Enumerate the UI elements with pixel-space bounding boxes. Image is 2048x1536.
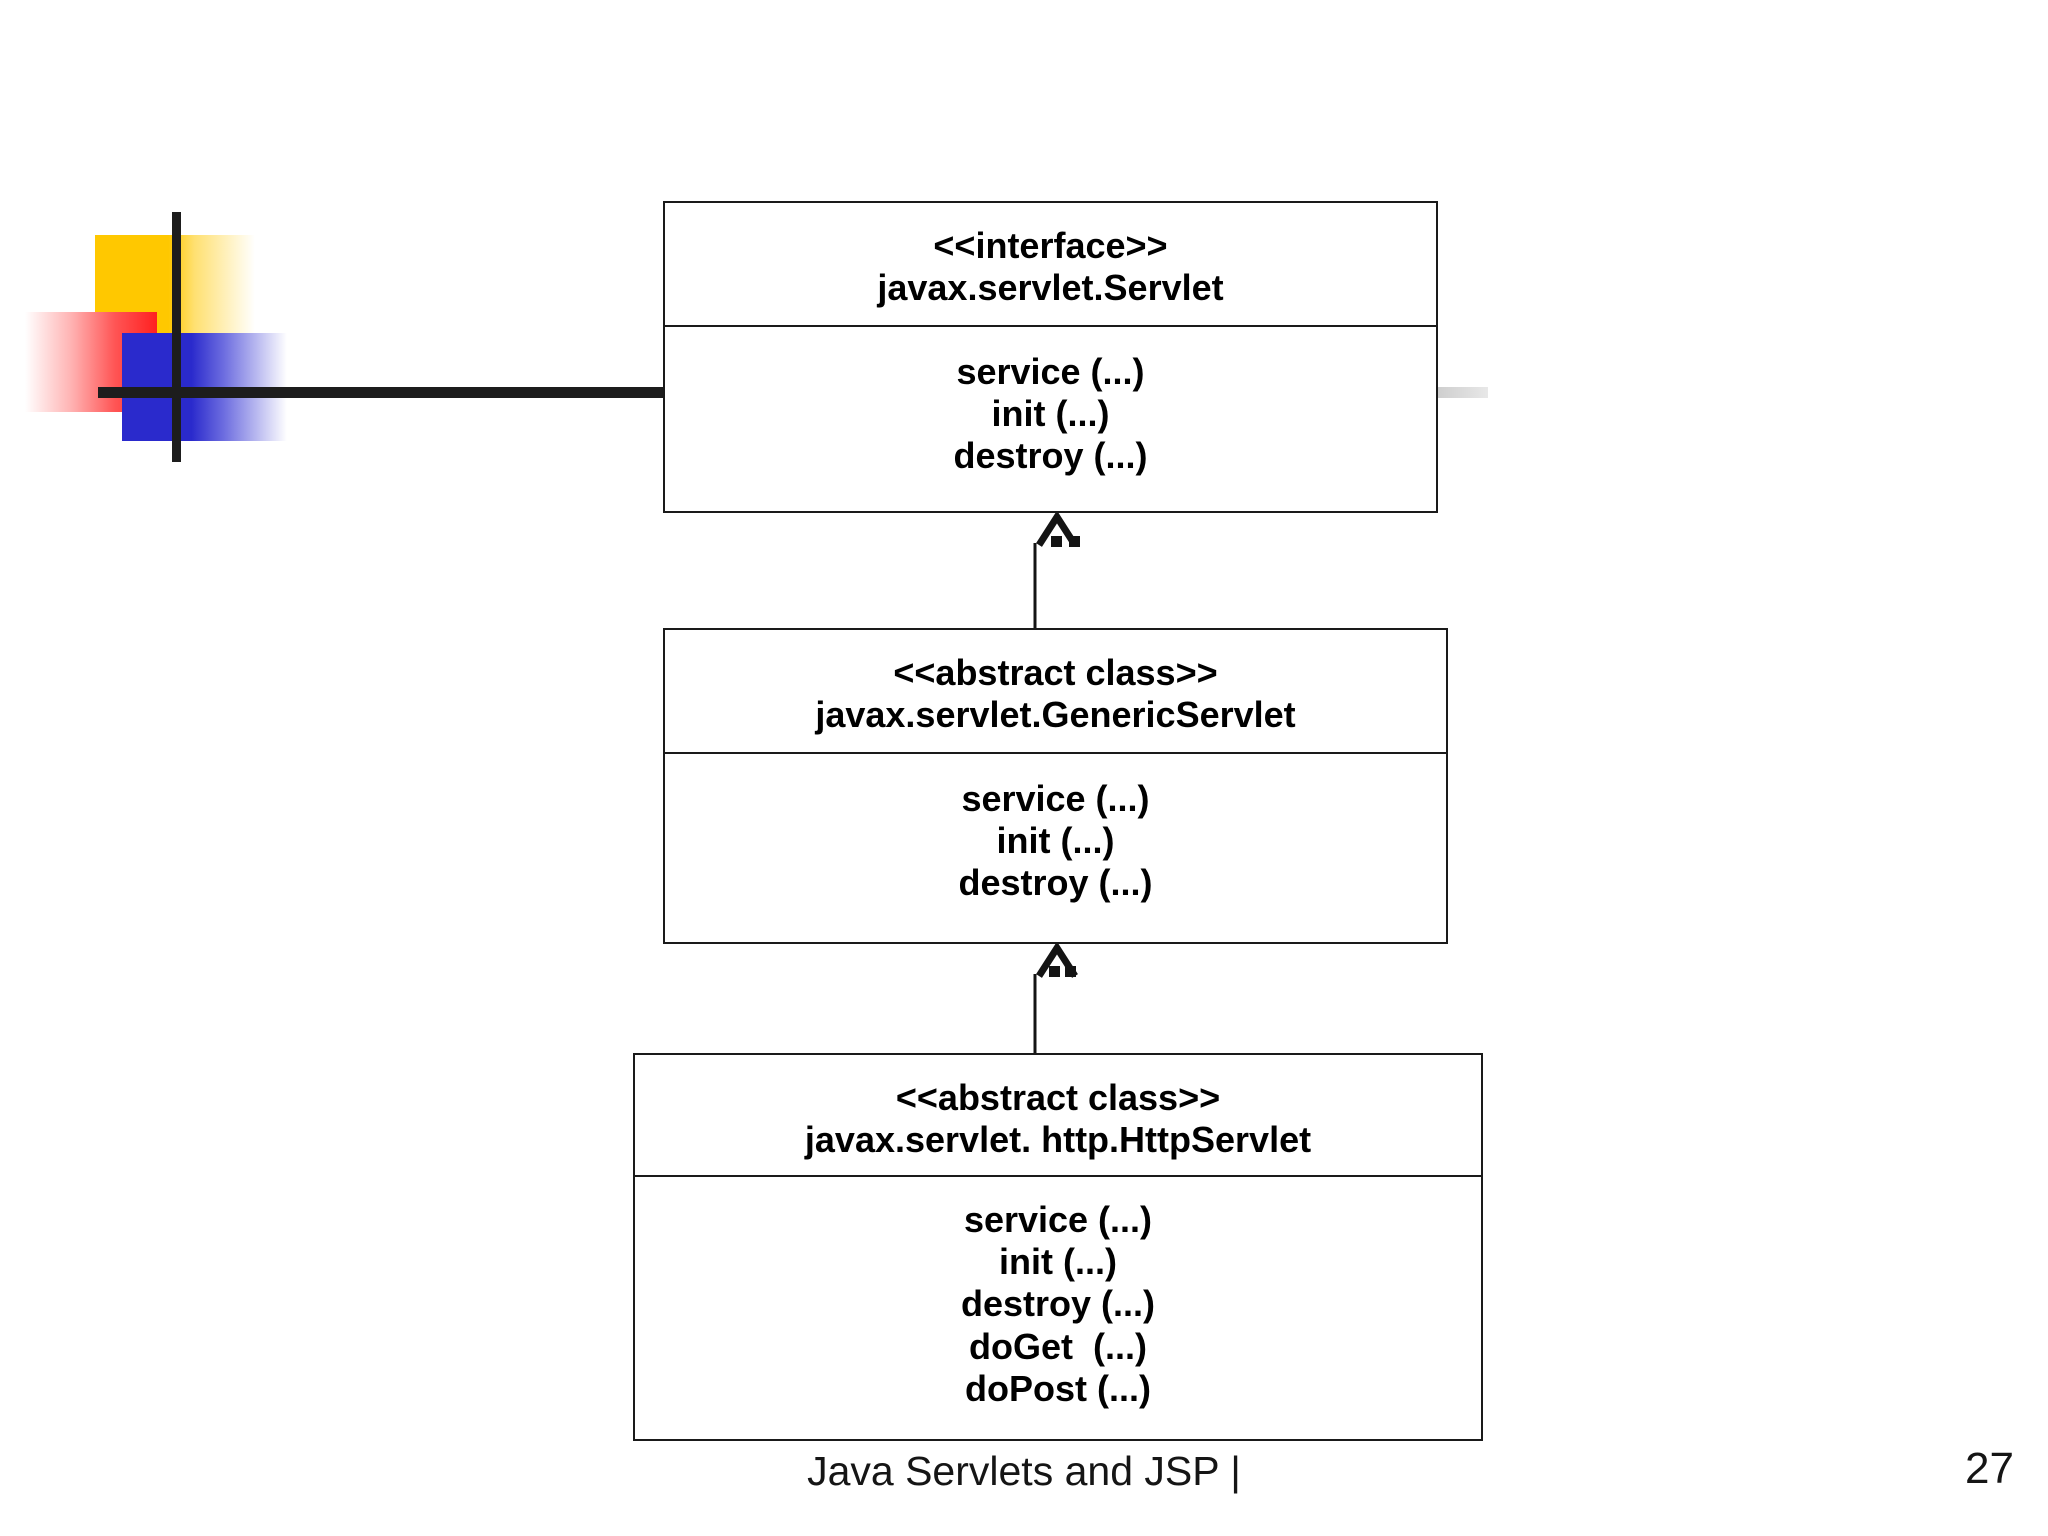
uml-method: init (...) bbox=[999, 1240, 1117, 1282]
uml-method: service (...) bbox=[961, 777, 1150, 819]
uml-method: init (...) bbox=[991, 392, 1110, 434]
uml-class-box-generic-servlet: <<abstract class>> javax.servlet.Generic… bbox=[663, 628, 1448, 944]
uml-method: service (...) bbox=[963, 1198, 1153, 1240]
uml-stereotype: <<interface>> bbox=[933, 225, 1168, 266]
uml-method: service (...) bbox=[956, 350, 1145, 392]
uml-stereotype: <<abstract class>> bbox=[895, 1077, 1221, 1118]
slide-footer-title: Java Servlets and JSP | bbox=[807, 1448, 1241, 1494]
uml-method: doPost (...) bbox=[965, 1368, 1151, 1410]
uml-dash-dot bbox=[1051, 536, 1062, 547]
uml-method: destroy (...) bbox=[960, 1283, 1156, 1325]
uml-method-list-http-servlet: service (...) init (...) destroy (...) d… bbox=[635, 1177, 1481, 1411]
slide-page-number: 27 bbox=[1965, 1444, 2014, 1493]
uml-class-header-servlet: <<interface>> javax.servlet.Servlet bbox=[665, 203, 1436, 325]
uml-class-name: javax.servlet. http.HttpServlet bbox=[804, 1118, 1312, 1160]
uml-method: doGet (...) bbox=[969, 1325, 1147, 1367]
uml-generalization-arrow-generic-to-servlet bbox=[1005, 513, 1080, 633]
uml-connector-stem bbox=[1033, 974, 1037, 1058]
uml-class-box-servlet: <<interface>> javax.servlet.Servlet serv… bbox=[663, 201, 1438, 513]
decorative-squares-logo bbox=[0, 190, 1488, 480]
uml-method-list-servlet: service (...) init (...) destroy (...) bbox=[665, 327, 1436, 478]
uml-dash-dot bbox=[1049, 966, 1060, 977]
uml-method-list-generic-servlet: service (...) init (...) destroy (...) bbox=[665, 754, 1446, 905]
uml-method: destroy (...) bbox=[953, 435, 1148, 477]
uml-dash-dot bbox=[1069, 536, 1080, 547]
uml-generalization-arrow-http-to-generic bbox=[1005, 944, 1078, 1058]
logo-vertical-bar bbox=[172, 212, 181, 462]
uml-method: init (...) bbox=[996, 819, 1115, 861]
uml-class-box-http-servlet: <<abstract class>> javax.servlet. http.H… bbox=[633, 1053, 1483, 1441]
uml-class-name: javax.servlet.GenericServlet bbox=[815, 693, 1296, 735]
uml-compartment-divider bbox=[635, 1174, 1481, 1177]
uml-stereotype: <<abstract class>> bbox=[893, 652, 1218, 693]
uml-dash-dot bbox=[1065, 966, 1076, 977]
uml-method: destroy (...) bbox=[958, 862, 1153, 904]
uml-class-header-http-servlet: <<abstract class>> javax.servlet. http.H… bbox=[635, 1055, 1481, 1175]
uml-connector-stem bbox=[1033, 543, 1037, 633]
uml-class-name: javax.servlet.Servlet bbox=[877, 266, 1224, 308]
uml-compartment-divider bbox=[665, 751, 1446, 754]
uml-class-header-generic-servlet: <<abstract class>> javax.servlet.Generic… bbox=[665, 630, 1446, 752]
uml-compartment-divider bbox=[665, 324, 1436, 327]
